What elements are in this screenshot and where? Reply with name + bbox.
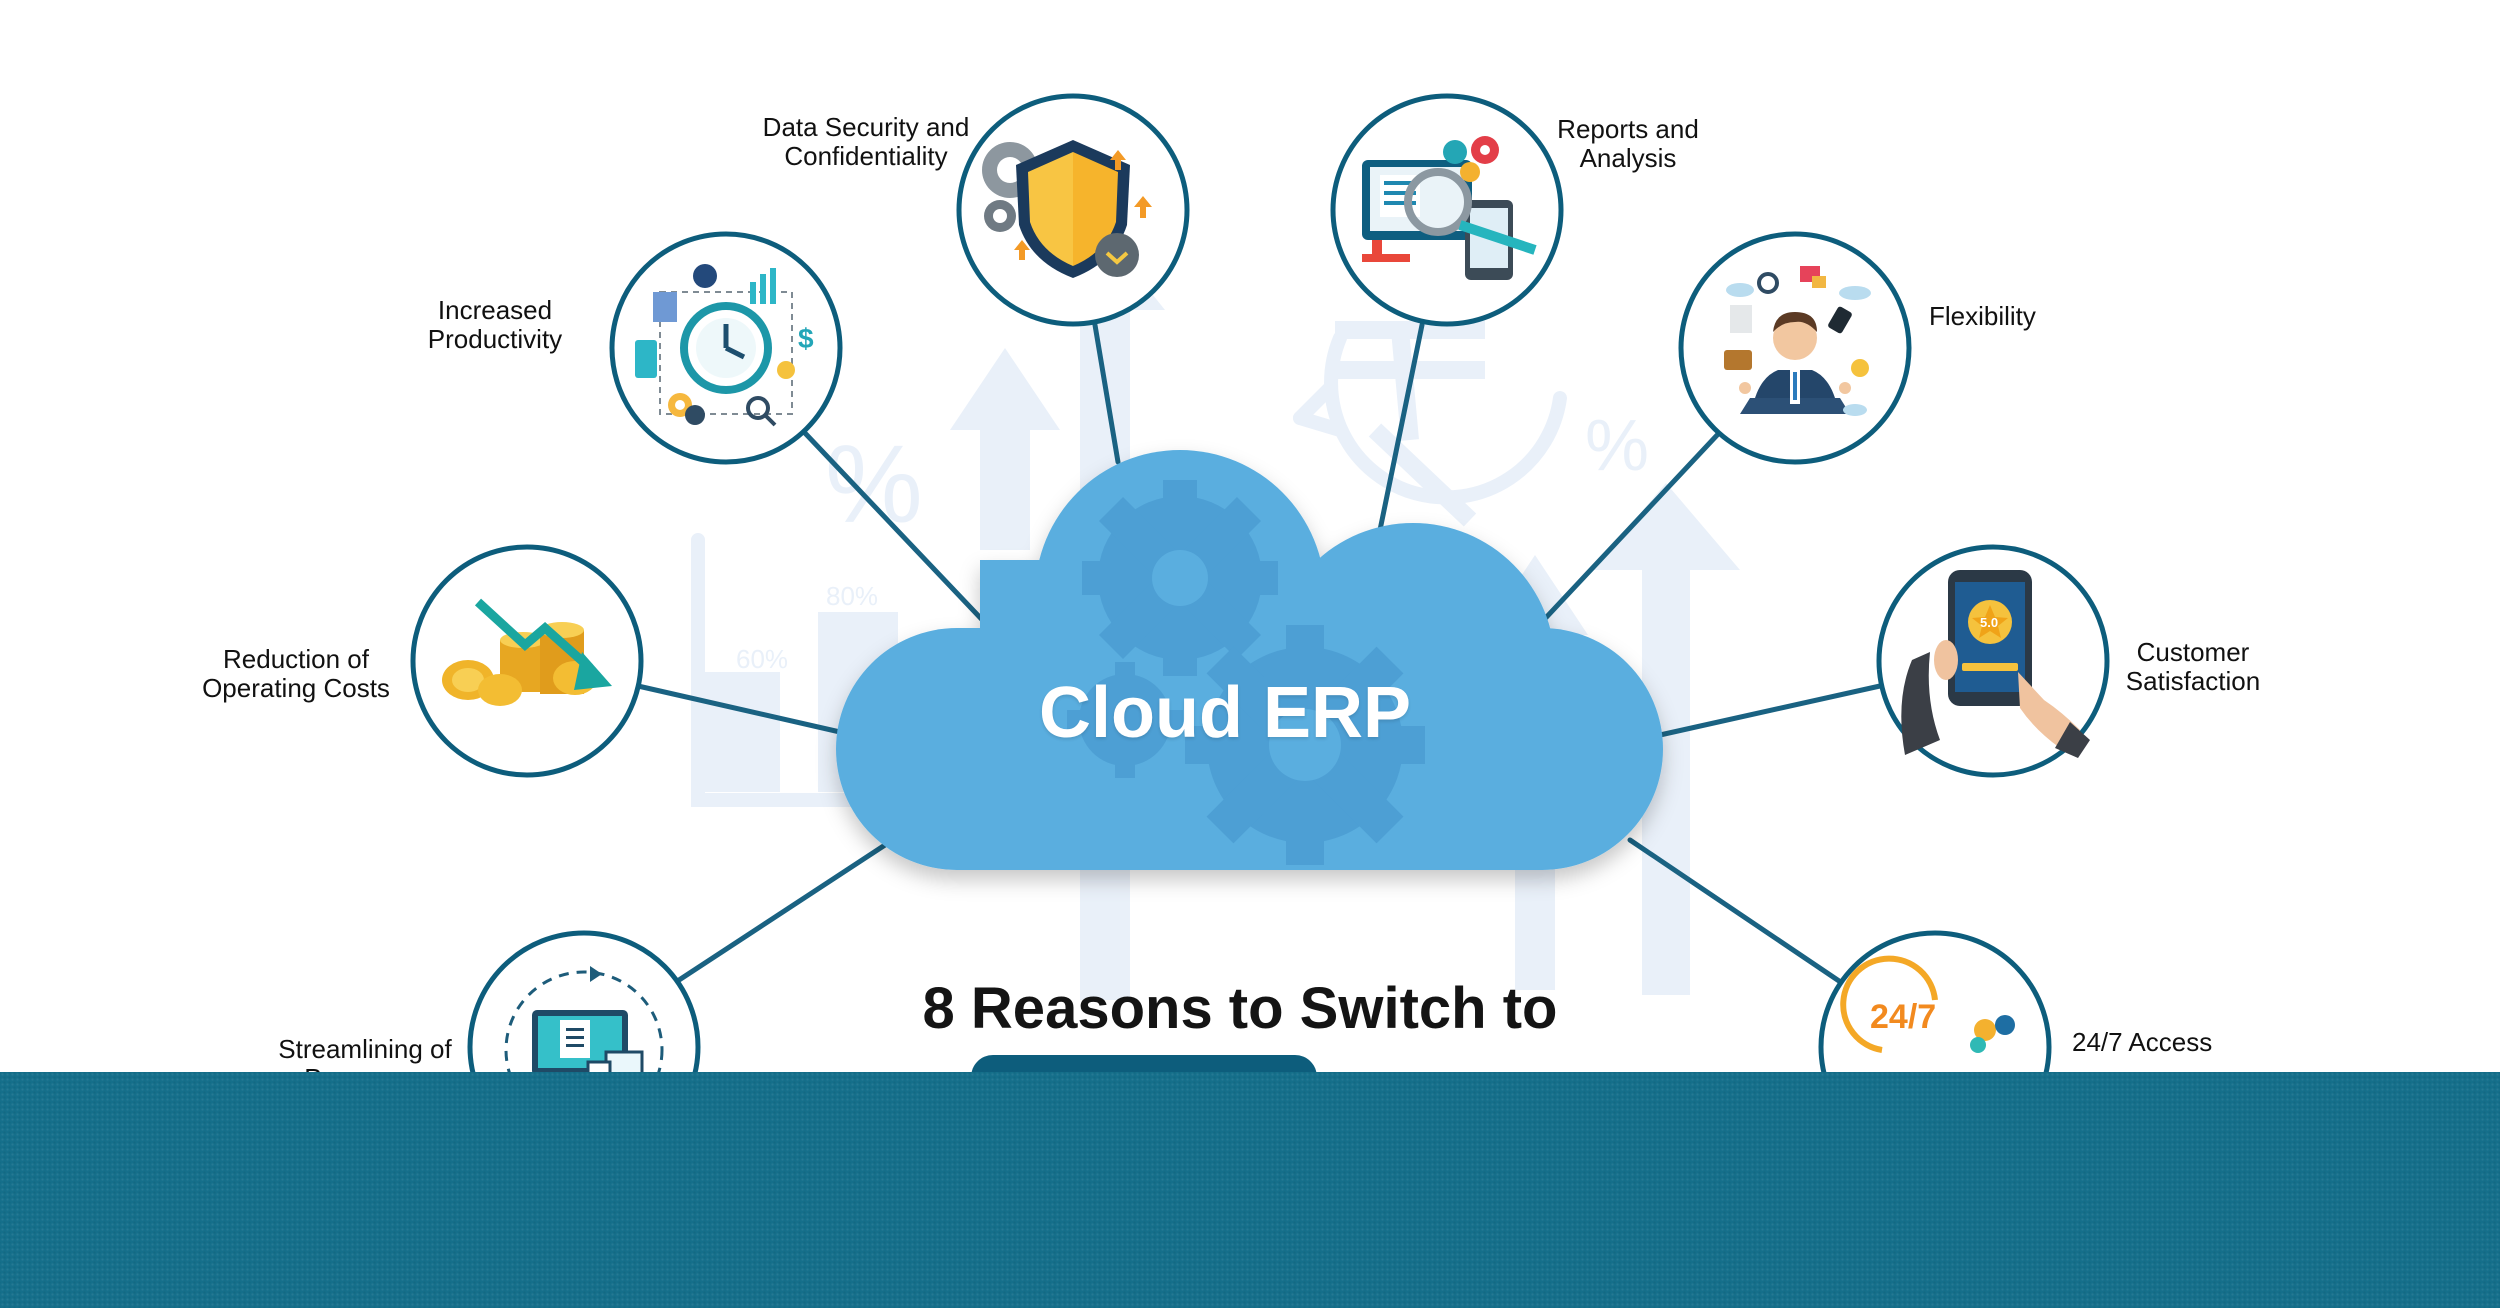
bottom-band — [0, 1072, 2500, 1308]
cloud-gears-icon — [1067, 480, 1425, 865]
reason-badge-reports-analysis — [1330, 93, 1564, 327]
connector-line — [801, 429, 993, 631]
connector-lines — [635, 322, 1883, 988]
headline: 8 Reasons to Switch to — [922, 976, 1558, 1041]
rating-score-text: 5.0 — [1980, 615, 1998, 630]
reason-label-increased-productivity: Increased Productivity — [428, 296, 562, 354]
bg-percent-mark: 80% — [826, 581, 878, 611]
background-growth-illustration: % % 80% 60% — [691, 235, 1740, 1000]
reason-badge-flexibility — [1678, 231, 1912, 465]
connector-line — [1377, 322, 1425, 533]
connector-line — [673, 842, 888, 985]
reason-badge-customer-satisfaction: 5.0 — [1876, 544, 2110, 778]
reason-badge-data-security — [956, 93, 1190, 327]
security-shield-icon — [982, 140, 1152, 278]
always-on-text: 24/7 — [1870, 998, 1936, 1036]
reason-label-line: 24/7 Access — [2072, 1027, 2213, 1057]
reason-label-reduction-costs: Reduction of Operating Costs — [202, 645, 390, 703]
reason-label-247-access: 24/7 Access — [2072, 1028, 2212, 1057]
svg-text:$: $ — [798, 323, 814, 354]
reason-label-reports-analysis: Reports and Analysis — [1557, 115, 1699, 173]
reason-label-line: Confidentiality — [784, 141, 948, 171]
connector-line — [1657, 683, 1883, 738]
reason-badge-increased-productivity: $ — [609, 231, 843, 465]
reason-label-line: Customer — [2136, 637, 2250, 667]
reason-label-line: Data Security and — [762, 112, 970, 142]
reason-label-line: Reports and — [1557, 114, 1699, 144]
reports-analysis-icon — [1362, 136, 1537, 280]
reason-label-line: Increased — [437, 295, 553, 325]
reason-label-line: Flexibility — [1929, 301, 2036, 331]
reason-label-line: Analysis — [1579, 143, 1677, 173]
reason-label-line: Productivity — [427, 324, 563, 354]
flexibility-businessman-icon — [1724, 266, 1871, 416]
bg-percent-mark: 60% — [736, 644, 788, 674]
rating-tablet-icon: 5.0 — [1901, 570, 2090, 758]
reason-label-line: Satisfaction — [2125, 666, 2261, 696]
connector-line — [1522, 429, 1723, 643]
coins-cost-icon — [442, 598, 612, 706]
reason-label-line: Streamlining of — [278, 1034, 452, 1064]
reason-label-data-security: Data Security and Confidentiality — [763, 113, 970, 171]
connector-line — [635, 683, 843, 735]
reason-label-customer-satisfaction: Customer Satisfaction — [2126, 638, 2260, 696]
connector-line — [1092, 322, 1121, 465]
reason-label-line: Reduction of — [223, 644, 369, 674]
reason-label-flexibility: Flexibility — [1929, 302, 2036, 331]
access-247-icon: 24/7 — [1840, 955, 2015, 1053]
bg-percent-mark: % — [825, 423, 923, 546]
productivity-clock-icon: $ — [635, 264, 814, 427]
reason-label-line: Operating Costs — [202, 673, 390, 703]
reason-badge-reduction-costs — [410, 544, 644, 778]
cloud-erp-shape — [836, 450, 1663, 870]
cloud-erp-title: Cloud ERP — [1039, 673, 1411, 753]
connector-line — [1627, 837, 1848, 988]
bg-percent-mark: % — [1585, 406, 1649, 486]
